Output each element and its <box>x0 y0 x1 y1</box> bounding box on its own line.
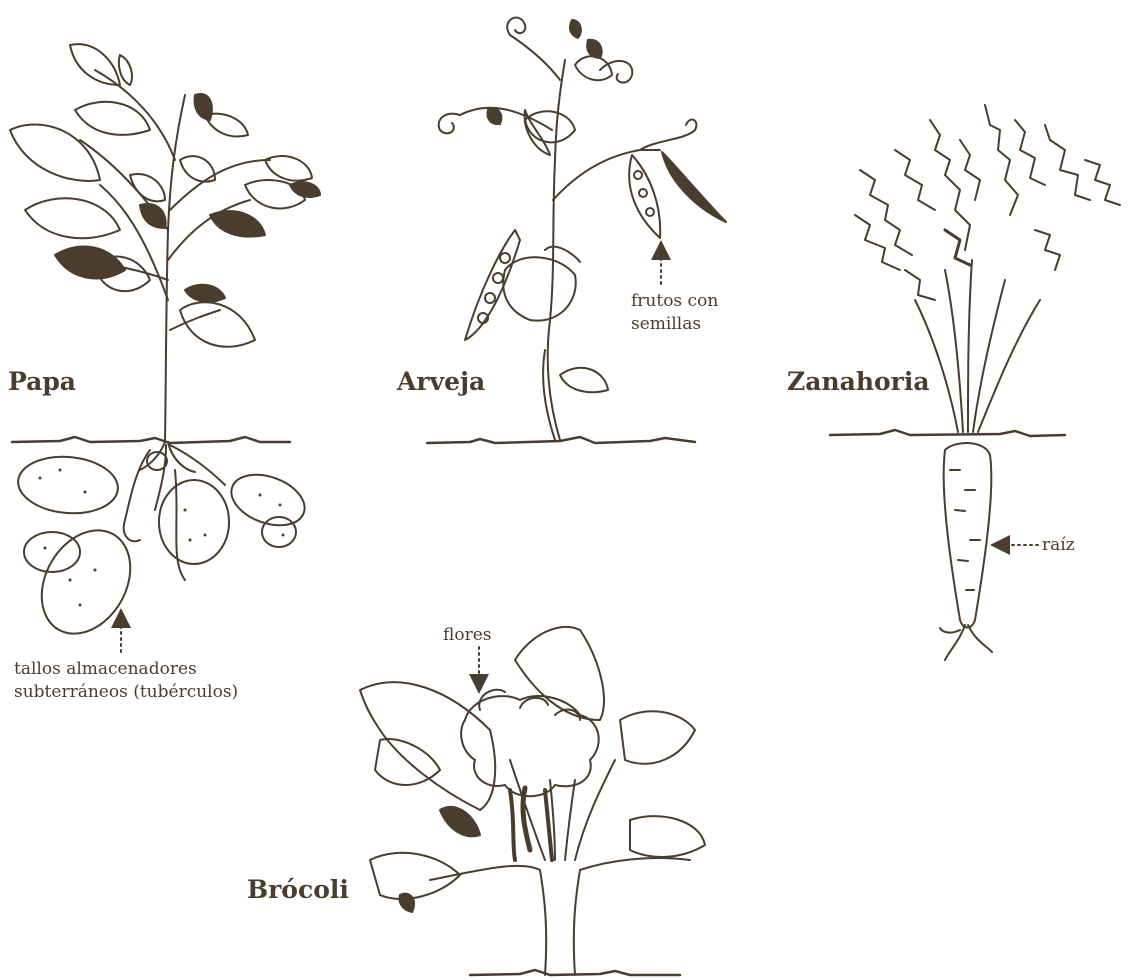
potato-plant-drawing <box>10 44 320 652</box>
pea-stem <box>548 60 565 440</box>
carrot-note-line-1: raíz <box>1042 534 1075 557</box>
carrot-root-annotation: raíz <box>1042 534 1075 557</box>
pea-note-line-1: frutos con <box>631 290 718 313</box>
broccoli-name-label: Brócoli <box>247 875 349 904</box>
potato-stem <box>165 95 185 442</box>
broccoli-florets <box>461 690 599 860</box>
pea-leaves <box>488 20 613 392</box>
potato-tubers <box>16 452 312 650</box>
broccoli-stalk <box>540 870 580 975</box>
carrot-name-label: Zanahoria <box>787 367 930 396</box>
pea-name-label: Arveja <box>397 367 485 396</box>
potato-name-label: Papa <box>8 367 76 396</box>
broccoli-plant-drawing <box>360 627 705 975</box>
carrot-ground-line <box>830 430 1065 436</box>
carrot-foliage <box>855 105 1120 300</box>
broccoli-flower-annotation: flores <box>443 624 492 647</box>
potato-ground-line <box>12 437 290 443</box>
potato-leaves <box>10 44 320 347</box>
broccoli-leaves <box>360 627 705 912</box>
pea-fruit-annotation: frutos con semillas <box>631 290 718 336</box>
broccoli-note-line-1: flores <box>443 624 492 647</box>
potato-note-line-2: subterráneos (tubérculos) <box>14 681 238 704</box>
potato-note-line-1: tallos almacenadores <box>14 658 238 681</box>
potato-tuber-annotation: tallos almacenadores subterráneos (tubér… <box>14 658 238 704</box>
pea-note-line-2: semillas <box>631 313 718 336</box>
